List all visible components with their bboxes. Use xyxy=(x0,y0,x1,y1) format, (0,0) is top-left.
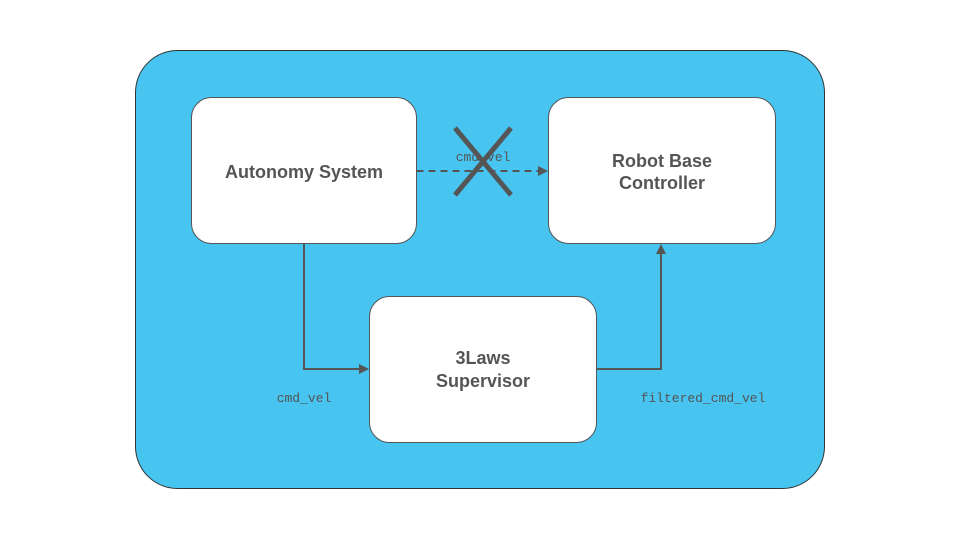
x-mark-icon xyxy=(453,126,513,197)
node-robot-base-label-line2: Controller xyxy=(619,173,705,193)
node-supervisor-label-line1: 3Laws xyxy=(455,348,510,368)
edge-supervisor-to-robot: filtered_cmd_vel xyxy=(596,244,766,406)
edge-to-supervisor-label: cmd_vel xyxy=(277,391,332,406)
node-robot-base-label-line1: Robot Base xyxy=(612,151,712,171)
edge-autonomy-to-supervisor: cmd_vel xyxy=(277,243,369,406)
node-robot-base-controller: Robot Base Controller xyxy=(548,97,776,244)
edge-direct-cmd-vel: cmd_vel xyxy=(416,126,548,197)
node-3laws-supervisor: 3Laws Supervisor xyxy=(369,296,597,443)
node-autonomy-label: Autonomy System xyxy=(225,162,383,182)
node-autonomy-system: Autonomy System xyxy=(191,97,417,244)
node-supervisor-label-line2: Supervisor xyxy=(436,371,530,391)
edge-to-robot-label: filtered_cmd_vel xyxy=(641,391,766,406)
